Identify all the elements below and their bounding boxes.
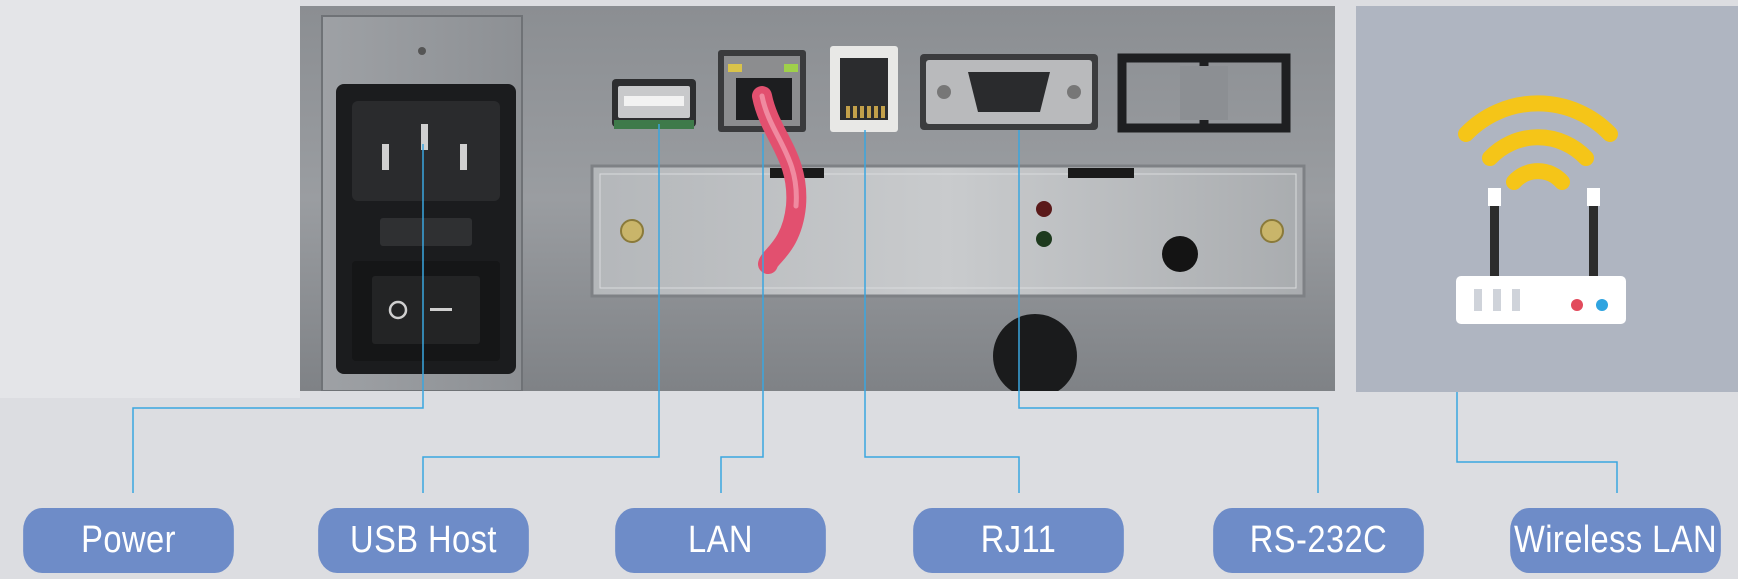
label-rs232c-text: RS-232C <box>1249 519 1388 561</box>
power-inlet-icon <box>336 84 516 374</box>
rj11-port-icon <box>830 46 898 132</box>
label-usb-host-text: USB Host <box>350 519 497 561</box>
db9-serial-port-icon <box>920 54 1098 130</box>
label-rj11: RJ11 <box>913 508 1124 573</box>
empty-expansion-slot <box>1117 53 1291 133</box>
label-wireless-lan-text: Wireless LAN <box>1513 519 1718 561</box>
wireless-router-icon <box>1456 95 1626 324</box>
label-wireless-lan: Wireless LAN <box>1510 508 1721 573</box>
leader-wireless-lan <box>1456 392 1618 493</box>
label-lan: LAN <box>615 508 826 573</box>
label-power: Power <box>23 508 234 573</box>
interface-plate <box>590 164 1306 298</box>
usb-port-icon <box>612 79 696 129</box>
label-lan-text: LAN <box>688 519 753 561</box>
label-power-text: Power <box>81 519 176 561</box>
left-background <box>0 0 300 398</box>
label-rs232c: RS-232C <box>1213 508 1424 573</box>
label-usb-host: USB Host <box>318 508 529 573</box>
wireless-panel <box>1356 6 1738 392</box>
label-rj11-text: RJ11 <box>980 519 1057 561</box>
printer-rear-panel-photo <box>300 6 1335 391</box>
